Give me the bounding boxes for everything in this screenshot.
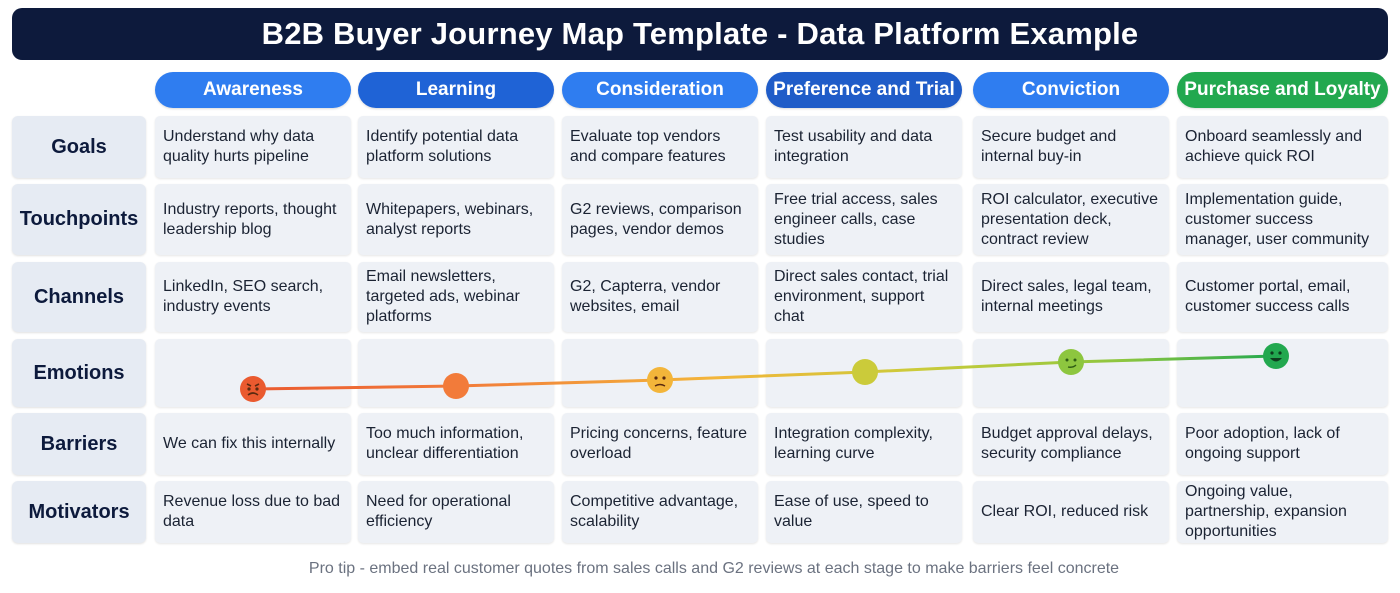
cell-motivators-3: Competitive advantage, scalability (562, 481, 758, 543)
cell-goals-2: Identify potential data platform solutio… (358, 116, 554, 178)
cell-barriers-5: Budget approval delays, security complia… (973, 413, 1169, 475)
row-label-goals: Goals (12, 116, 146, 178)
pro-tip: Pro tip - embed real customer quotes fro… (308, 560, 1120, 577)
cell-goals-4: Test usability and data integration (766, 116, 962, 178)
row-label-motivators: Motivators (12, 481, 146, 543)
row-label-channels: Channels (12, 262, 146, 332)
cell-touchpoints-5: ROI calculator, executive presentation d… (973, 184, 1169, 255)
emotion-marker-1 (240, 376, 266, 402)
cell-barriers-2: Too much information, unclear differenti… (358, 413, 554, 475)
cell-touchpoints-1: Industry reports, thought leadership blo… (155, 184, 351, 255)
cell-motivators-4: Ease of use, speed to value (766, 481, 962, 543)
cell-channels-2: Email newsletters, targeted ads, webinar… (358, 262, 554, 332)
emotion-marker-2 (443, 373, 469, 399)
row-label-emotions: Emotions (12, 339, 146, 407)
emotion-marker-5 (1058, 349, 1084, 375)
emotion-marker-3 (647, 367, 673, 393)
cell-channels-5: Direct sales, legal team, internal meeti… (973, 262, 1169, 332)
row-label-barriers: Barriers (12, 413, 146, 475)
cell-channels-1: LinkedIn, SEO search, industry events (155, 262, 351, 332)
cell-motivators-5: Clear ROI, reduced risk (973, 481, 1169, 543)
cell-channels-6: Customer portal, email, customer success… (1177, 262, 1388, 332)
cell-barriers-4: Integration complexity, learning curve (766, 413, 962, 475)
cell-motivators-2: Need for operational efficiency (358, 481, 554, 543)
stage-conviction: Conviction (973, 72, 1169, 108)
row-label-touchpoints: Touchpoints (12, 184, 146, 255)
cell-goals-1: Understand why data quality hurts pipeli… (155, 116, 351, 178)
cell-touchpoints-6: Implementation guide, customer success m… (1177, 184, 1388, 255)
stage-consideration: Consideration (562, 72, 758, 108)
cell-goals-5: Secure budget and internal buy-in (973, 116, 1169, 178)
cell-channels-3: G2, Capterra, vendor websites, email (562, 262, 758, 332)
cell-goals-3: Evaluate top vendors and compare feature… (562, 116, 758, 178)
stage-preference-and-trial: Preference and Trial (766, 72, 962, 108)
cell-touchpoints-3: G2 reviews, comparison pages, vendor dem… (562, 184, 758, 255)
cell-touchpoints-2: Whitepapers, webinars, analyst reports (358, 184, 554, 255)
page-title: B2B Buyer Journey Map Template - Data Pl… (12, 8, 1388, 60)
stage-purchase-and-loyalty: Purchase and Loyalty (1177, 72, 1388, 108)
emotion-line (252, 354, 1277, 391)
cell-barriers-3: Pricing concerns, feature overload (562, 413, 758, 475)
stage-learning: Learning (358, 72, 554, 108)
emotion-marker-4 (852, 359, 878, 385)
cell-touchpoints-4: Free trial access, sales engineer calls,… (766, 184, 962, 255)
cell-motivators-6: Ongoing value, partnership, expansion op… (1177, 481, 1388, 543)
cell-barriers-1: We can fix this internally (155, 413, 351, 475)
cell-goals-6: Onboard seamlessly and achieve quick ROI (1177, 116, 1388, 178)
cell-motivators-1: Revenue loss due to bad data (155, 481, 351, 543)
stage-awareness: Awareness (155, 72, 351, 108)
emotion-marker-6 (1263, 343, 1289, 369)
cell-barriers-6: Poor adoption, lack of ongoing support (1177, 413, 1388, 475)
cell-channels-4: Direct sales contact, trial environment,… (766, 262, 962, 332)
